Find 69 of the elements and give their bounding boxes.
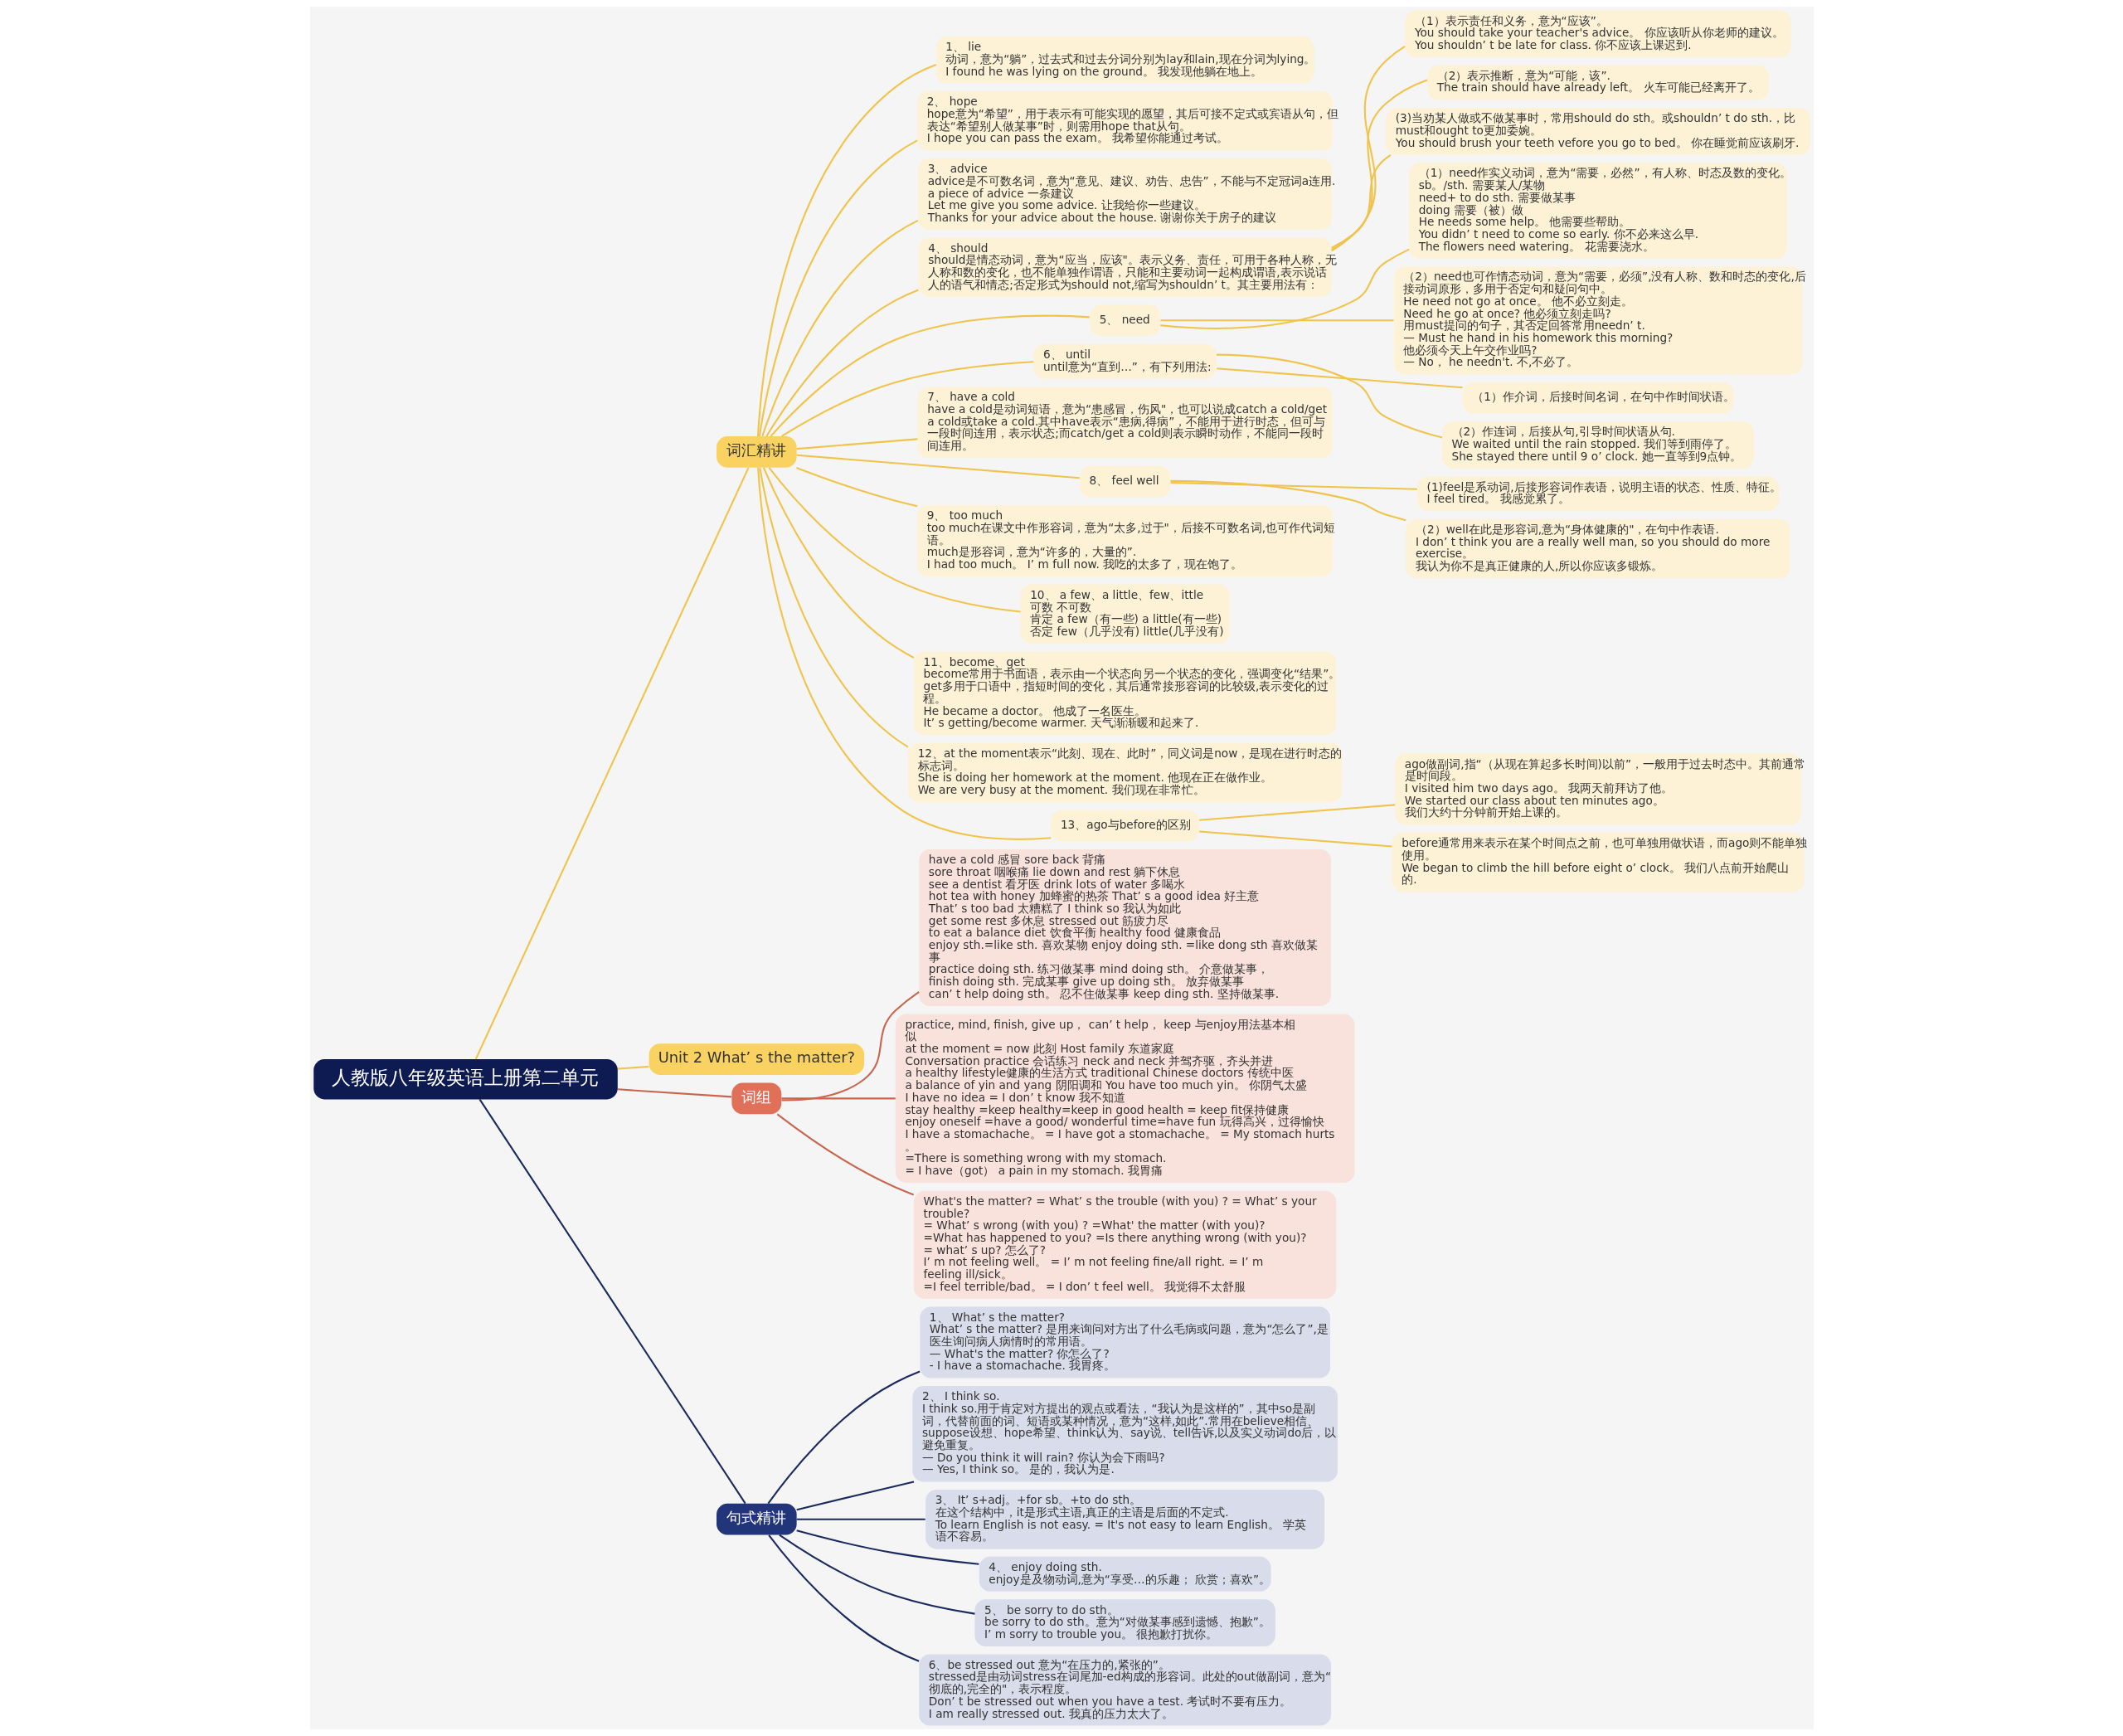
connector xyxy=(796,438,918,450)
node-box: （1）作介词，后接时间名词，在句中作时间状语。 xyxy=(1462,382,1733,414)
connector xyxy=(776,1113,914,1196)
node-box: 2、 I think so. I think so.用于肯定对方提出的观点或看法，“我认为是这样的”，其中so是副词，代替前面的词、短语或某种情况，意为“这样,如此”.常用在believe相信、suppose设想、hope希望、think认为、say说、tell告诉,以及实义动词do后，以避免重复。 — Do you think it will rain? 你认为会下雨吗? — Yes, I think so。 是的，我认为是. xyxy=(911,1385,1338,1482)
connector xyxy=(758,468,909,748)
connector xyxy=(760,219,918,437)
connector xyxy=(1216,367,1463,389)
node-box: 1、 What’ s the matter? What’ s the matter? 是用来询问对方出了什么毛病或问题，意为“怎么了”,是医生询问病人病情时的常用语。 — What's the matter? 你怎么了? - I have a stomachache. 我胃疼。 xyxy=(919,1306,1330,1379)
node-box: （2）well在此是形容词,意为“身体健康的"，在句中作表语. I don’ t think you are a really well man, so you should do more exercise。 我认为你不是真正健康的人,所以你应该多锻炼。 xyxy=(1405,518,1790,579)
connector xyxy=(1169,479,1406,522)
node-box: 5、 need xyxy=(1089,304,1160,337)
connector xyxy=(778,1534,975,1615)
connector xyxy=(796,1518,925,1520)
node-box: 8、 feel well xyxy=(1079,465,1170,498)
connector xyxy=(795,466,917,508)
node-box: 1、 lie 动词，意为“躺”，过去式和过去分词分别为lay和lain,现在分词为lying。 I found he was lying on the ground。 我发现他躺在地上。 xyxy=(935,36,1314,84)
node-box: 词组 xyxy=(731,1082,781,1115)
connector xyxy=(1159,248,1410,329)
connector xyxy=(795,1529,979,1565)
connector xyxy=(1198,830,1392,848)
node-box: （1）表示责任和义务，意为“应该”。 You should take your teacher's advice。 你应该听从你老师的建议。 You shouldn’ t be late for class. 你不应该上课迟到. xyxy=(1404,10,1791,58)
node-box: （2）表示推断，意为“可能，该”. The train should have already left。 火车可能已经离开了。 xyxy=(1426,65,1769,100)
node-box: 5、 be sorry to do sth。 be sorry to do sth。意为“对做某事感到遗憾、抱歉”。 I’ m sorry to trouble you。 很抱歉打扰你。 xyxy=(974,1599,1275,1647)
connector xyxy=(1216,353,1442,439)
connector xyxy=(780,1097,896,1100)
node-box: （1）need作实义动词，意为“需要，必然”，有人称、时态及数的变化。 sb。/sth. 需要某人/某物 need+ to do sth. 需要做某事 doing 需要（被）做 He needs some help。 他需要些帮助。 You didn’ t need to come so early. 你不必来这么早. The flowers need watering。 花需要浇水。 xyxy=(1408,163,1787,259)
connector xyxy=(796,454,1080,479)
connector xyxy=(1330,153,1392,249)
connector xyxy=(765,289,919,437)
connector xyxy=(617,1088,731,1098)
connector xyxy=(767,1370,920,1505)
node-box: 4、 enjoy doing sth. enjoy是及物动词,意为“享受…的乐趣； 欣赏；喜欢”。 xyxy=(979,1556,1271,1592)
connector xyxy=(1198,804,1395,821)
connector xyxy=(1160,319,1394,322)
node-box: 3、 It’ s+adj。+for sb。+to do sth。 在这个结构中，it是形式主语,真正的主语是后面的不定式. To learn English is not easy. = It's not easy to learn English。 学英语不容易。 xyxy=(925,1489,1324,1549)
connector xyxy=(770,314,1090,437)
node-box: 6、be stressed out 意为“在压力的,紧张的”。 stressed是由动词stress在词尾加-ed构成的形容词。此处的out做副词，意为“彻底的,完全的"，表示程度。 Don’ t be stressed out when you have a test. 考试时不要有压力。 I am really stressed out. 我真的压力太大了。 xyxy=(918,1654,1331,1726)
node-box: 词汇精讲 xyxy=(716,436,797,468)
node-box: 句式精讲 xyxy=(716,1503,797,1535)
connector xyxy=(780,361,1033,437)
node-box: 11、become、get become常用于书面语，表示由一个状态向另一个状态的变化，强调变化“结果”。 get多用于口语中，指短时间的变化，其后通常接形容词的比较级,表示变化的过程。 He became a doctor。 他成了一名医生。 It’ s getting/become warmer. 天气渐渐暖和起来了. xyxy=(913,651,1336,736)
connector xyxy=(768,467,1021,613)
node-box: （2）作连词，后接从句,引导时间状语从句. We waited until the rain stopped. 我们等到雨停了。 She stayed there until 9 o’ clock. 她一直等到9点钟。 xyxy=(1441,421,1754,469)
node-box: 10、 a few、a little、few、ittle 可数 不可数 肯定 a few（有一些) a little(有一些) 否定 few（几乎没有) little(几乎没有) xyxy=(1020,584,1230,644)
node-box: 13、ago与before的区别 xyxy=(1050,810,1199,842)
node-box: 9、 too much too much在课文中作形容词，意为“太多,过于"，后接不可数名词,也可作代词短语。 much是形容词，意为“许多的，大量的”. I had too much。 I’ m full now. 我吃的太多了，现在饱了。 xyxy=(916,505,1333,577)
connector xyxy=(756,63,936,437)
node-box: 6、 until until意为“直到…”，有下列用法: xyxy=(1032,343,1217,379)
connector xyxy=(479,1098,746,1505)
connector xyxy=(1330,79,1427,251)
node-box: (1)feel是系动词,后接形容词作表语，说明主语的状态、性质、特征。 I feel tired。 我感觉累了。 xyxy=(1416,476,1779,512)
node-box: (3)当劝某人做或不做某事时，常用should do sth。或shouldn’ t do sth.，比must和ought to更加委婉。 You should brush your teeth vefore you go to bed。 你在睡觉前应该刷牙. xyxy=(1385,108,1810,155)
connector xyxy=(474,467,749,1060)
connector xyxy=(758,139,918,436)
node-box: 人教版八年级英语上册第二单元 xyxy=(313,1059,618,1100)
connector xyxy=(795,1481,914,1511)
node-box: 7、 have a cold have a cold是动词短语，意为“患感冒，伤风"，也可以说成catch a cold/get a cold或take a cold.其中have表示“患病,得病”，不能用于进行时态，但可与一段时间连用，表示状态;而catch/get a cold则表示瞬时动作，不能同一段时间连用。 xyxy=(917,387,1333,459)
connector xyxy=(1170,482,1417,490)
node-box: What's the matter? = What’ s the trouble (with you) ? = What’ s your trouble? = What’ s wrong (with you) ? =What' the matter (with you)? =What has happened to you? =Is there anything wrong (with you)? = what’ s up? 怎么了? I’ m not feeling well。 = I’ m not feeling fine/all right. = I’ m feeling ill/sick。 =I feel terrible/bad。 = I don’ t feel well。 我觉得不太舒服 xyxy=(913,1190,1336,1299)
node-box: have a cold 感冒 sore back 背痛 sore throat 咽喉痛 lie down and rest 躺下休息 see a dentist 看牙医 drink lots of water 多喝水 hot tea with honey 加蜂蜜的热茶 That’ s a good idea 好主意 That’ s too bad 太糟糕了 I think so 我认为如此 get some rest 多休息 stressed out 筋疲力尽 to eat a balance diet 饮食平衡 healthy food 健康食品 enjoy sth.=like sth. 喜欢某物 enjoy doing sth. =like dong sth 喜欢做某事 practice doing sth. 练习做某事 mind doing sth。 介意做某事， finish doing sth. 完成某事 give up doing sth。 放弃做某事 can’ t help doing sth。 忍不住做某事 keep ding sth. 坚持做某事. xyxy=(918,849,1331,1006)
connector xyxy=(756,467,1051,840)
connector xyxy=(781,990,920,1101)
node-box: practice, mind, finish, give up， can’ t help， keep 与enjoy用法基本相似 at the moment = now 此刻 Host family 东道家庭 Conversation practice 会话练习 neck and neck 并驾齐驱，齐头并进 a healthy lifestyle健康的生活方式 traditional Chinese doctors 传统中医 a balance of yin and yang 阴阳调和 You have too much yin。 你阴气太盛 I have no idea = I don’ t know 我不知道 stay healthy =keep healthy=keep in good health = keep fit保持健康 enjoy oneself =have a good/ wonderful time=have fun 玩得高兴，过得愉快 I have a stomachache。 = I have got a stomachache。 = My stomach hurts。 =There is something wrong with my stomach. = I have（got） a pain in my stomach. 我胃痛 xyxy=(895,1014,1354,1184)
node-box: 12、at the moment表示“此刻、现在、此时”，同义词是now，是现在进行时态的标志词。 She is doing her homework at the moment. 他现在正在做作业。 We are very busy at the moment. 我们现在非常忙。 xyxy=(907,742,1342,803)
connector xyxy=(617,1065,649,1070)
connector xyxy=(1330,45,1406,252)
connector xyxy=(767,1534,920,1662)
node-box: Unit 2 What’ s the matter? xyxy=(649,1043,864,1075)
connector xyxy=(762,467,914,659)
